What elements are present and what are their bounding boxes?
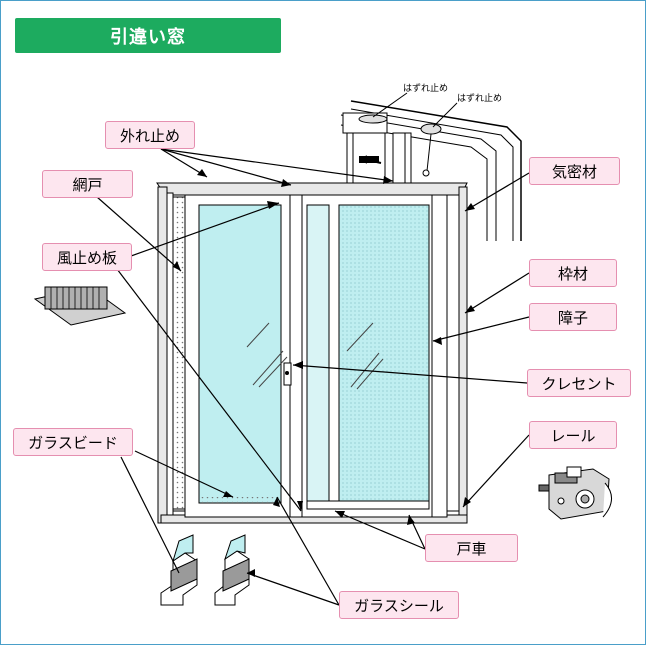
label-glass-seal: ガラスシール: [339, 591, 459, 619]
screen-strip: [172, 196, 186, 510]
leader-lines: [96, 148, 530, 606]
meeting-stile: [289, 194, 303, 518]
left-sash: [184, 194, 292, 518]
label-tosha: 戸車: [425, 534, 518, 562]
label-shoji: 障子: [529, 303, 617, 331]
label-glass-bead: ガラスビード: [13, 428, 133, 456]
arrowheads: [173, 169, 475, 577]
page-title: 引違い窓: [15, 18, 281, 53]
inset-note-1: はずれ止め: [403, 84, 449, 94]
label-crescent: クレセント: [527, 369, 631, 397]
roller-inset: [538, 466, 612, 520]
right-sash: [301, 194, 433, 518]
label-wakuzai: 枠材: [529, 259, 617, 287]
label-amido: 網戸: [42, 170, 133, 198]
label-hazure-dome: 外れ止め: [105, 121, 195, 149]
label-kimitsuzai: 気密材: [529, 157, 620, 185]
label-kazedome-ita: 風止め板: [42, 243, 132, 271]
inset-note-2: はずれ止め: [457, 94, 503, 104]
label-rail: レール: [529, 421, 617, 449]
wind-stop-inset: [33, 286, 127, 326]
glass-bead-inset: [160, 534, 250, 606]
